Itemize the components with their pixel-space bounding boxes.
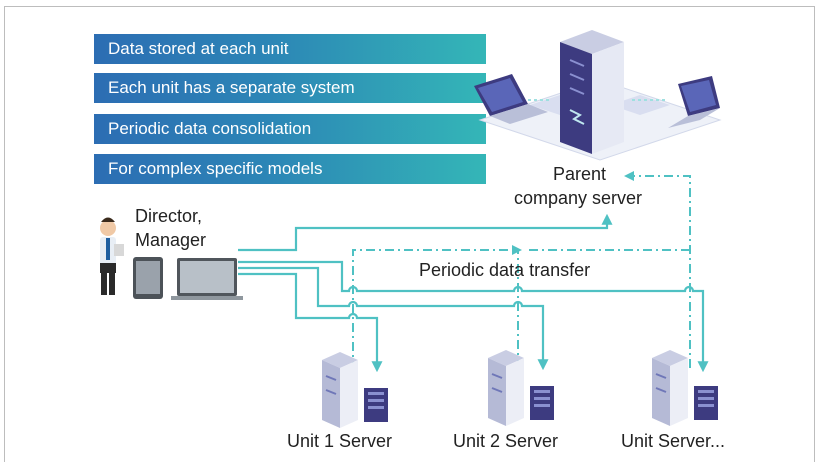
connection-lines — [238, 213, 709, 373]
link-director-unit1 — [238, 272, 383, 373]
laptop-left-icon — [474, 74, 548, 124]
unit-server-2-icon — [488, 350, 554, 426]
diagram-frame — [4, 6, 815, 462]
banner-periodic-consolidation: Periodic data consolidation — [94, 114, 486, 144]
unit-2-label: Unit 2 Server — [453, 431, 559, 451]
link-director-unit2 — [238, 266, 549, 371]
tablet-icon — [133, 257, 163, 299]
director-label-line2: Manager — [135, 230, 207, 250]
link-director-parent — [238, 213, 613, 252]
laptop-right-icon — [668, 76, 720, 128]
parent-server-tower-icon — [560, 30, 624, 154]
transfer-label: Periodic data transfer — [419, 260, 591, 280]
unit-server-1-icon — [322, 352, 388, 428]
transfer-unit1 — [352, 245, 522, 370]
banner-complex-models: For complex specific models — [94, 154, 486, 184]
periodic-transfer-lines — [352, 171, 691, 370]
director-label-line1: Director, — [135, 206, 203, 226]
parent-label-line2: company server — [514, 188, 643, 208]
unit-1-label: Unit 1 Server — [287, 431, 393, 451]
parent-server-illustration — [474, 30, 722, 161]
transfer-to-parent — [624, 171, 691, 368]
parent-label-line1: Parent — [553, 164, 607, 184]
laptop-icon — [171, 258, 243, 300]
banner-data-stored: Data stored at each unit — [94, 34, 486, 64]
director-figure-icon — [100, 217, 124, 295]
unit-3-label: Unit Server... — [621, 431, 726, 451]
banner-separate-system: Each unit has a separate system — [94, 73, 486, 103]
unit-server-3-icon — [652, 350, 718, 426]
